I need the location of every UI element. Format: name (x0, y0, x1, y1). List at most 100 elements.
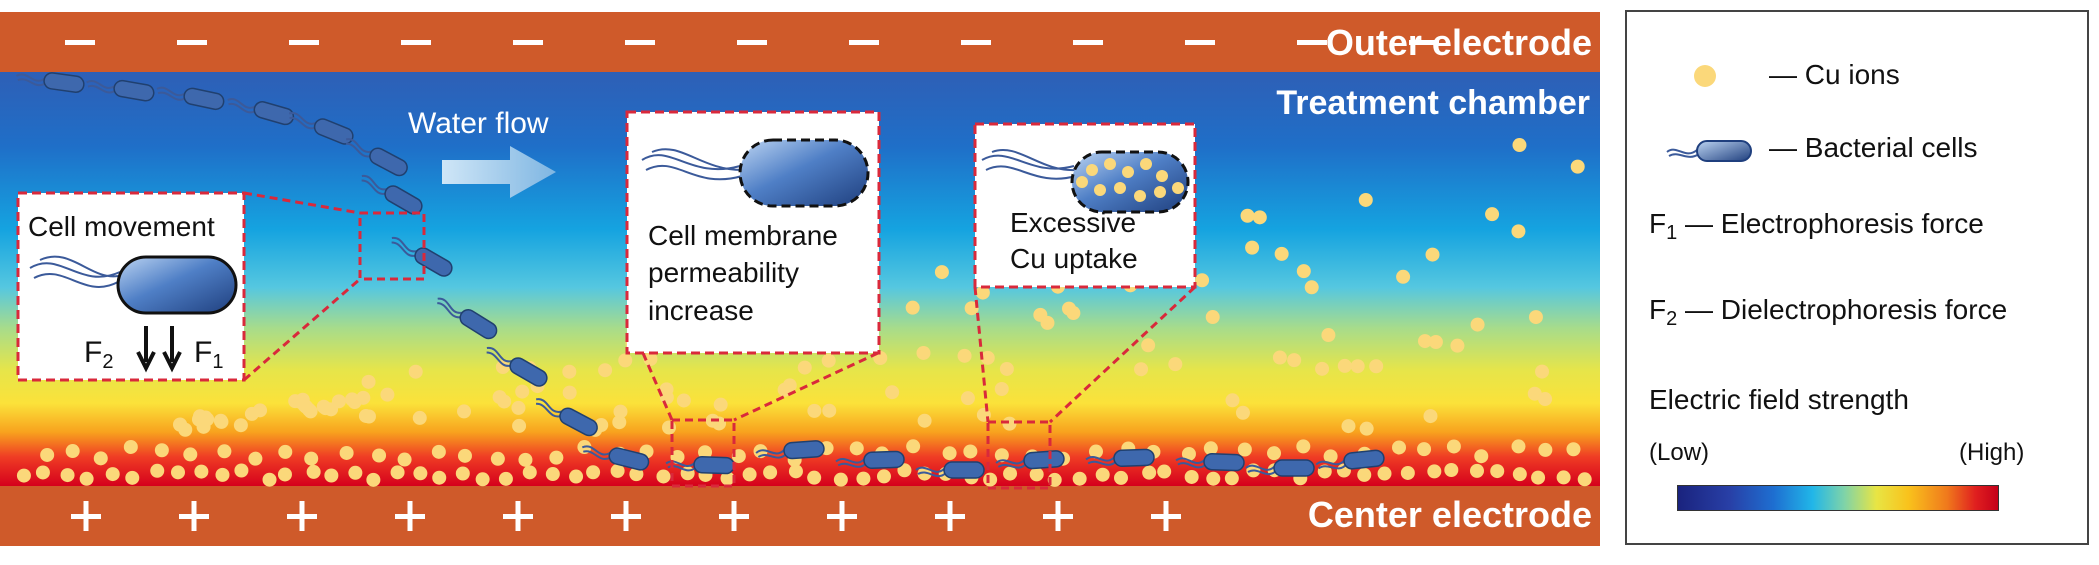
f1-subscript: 1 (212, 351, 223, 373)
cu-ion (1205, 310, 1220, 325)
svg-text:F1: F1 (194, 336, 223, 373)
cu-ion (905, 300, 920, 315)
cu-ion (549, 450, 564, 465)
cu-ion (1446, 439, 1461, 454)
cu-ion (318, 401, 333, 416)
uptake-cu-ion (1094, 184, 1106, 196)
center-electrode-signs (71, 501, 1181, 531)
force-arrow-f1 (162, 326, 182, 373)
cu-ion (214, 414, 229, 429)
cu-ion (498, 471, 513, 486)
cu-ion (1066, 306, 1081, 321)
cu-ion (983, 472, 998, 487)
cu-ion (60, 468, 75, 483)
cu-ion (217, 444, 232, 459)
cu-ion (457, 448, 472, 463)
cu-ion (125, 470, 140, 485)
cu-ion (380, 387, 395, 402)
bacterial-cell (15, 72, 85, 93)
cu-ion (1240, 208, 1255, 223)
cu-ion (994, 448, 1009, 463)
cu-ion (980, 350, 995, 365)
cu-ion (495, 359, 510, 374)
cu-ion (1577, 472, 1592, 487)
cu-ion (431, 444, 446, 459)
cu-ion (1392, 440, 1407, 455)
membrane-line1: Cell membrane (648, 220, 838, 251)
cu-ion (807, 470, 822, 485)
cu-ion (1195, 273, 1210, 288)
cu-ion (1134, 362, 1149, 377)
uptake-cu-ion (1104, 158, 1116, 170)
bacterial-cell (156, 86, 225, 111)
bacterial-cell (1085, 448, 1155, 468)
minus-sign (737, 40, 767, 45)
plus-sign (71, 501, 101, 531)
cu-ion (1358, 192, 1373, 207)
cu-ion (1556, 470, 1571, 485)
cu-ion (522, 465, 537, 480)
cu-ion (822, 403, 837, 418)
cu-ion (234, 463, 249, 478)
cu-ion (957, 348, 972, 363)
cu-ion (1400, 465, 1415, 480)
cu-ion (348, 465, 363, 480)
outer-electrode-label: Outer electrode (1326, 22, 1592, 63)
cu-ion (372, 448, 387, 463)
cu-ion (492, 390, 507, 405)
uptake-cu-ion (1134, 190, 1146, 202)
cu-ion (1538, 392, 1553, 407)
cu-ion (1350, 359, 1365, 374)
cu-ion (518, 452, 533, 467)
cu-ion (713, 397, 728, 412)
connector-membrane-right (733, 351, 879, 422)
bacterial-cell (1175, 452, 1245, 472)
legend-field-title: Electric field strength (1649, 384, 1909, 415)
cu-ion (1321, 328, 1336, 343)
cu-ion (1485, 207, 1500, 222)
minus-sign (849, 40, 879, 45)
minus-sign (65, 40, 95, 45)
cu-ion (897, 463, 912, 478)
cu-ion (1235, 405, 1250, 420)
cu-ion (999, 361, 1014, 376)
cu-ion (408, 364, 423, 379)
cu-ion (192, 409, 207, 424)
cu-ion (1531, 470, 1546, 485)
cu-ion (1141, 338, 1156, 353)
cu-ion (1512, 467, 1527, 482)
cu-ion (432, 470, 447, 485)
cu-ion (366, 472, 381, 487)
bacterial-cell (227, 98, 295, 126)
cu-ion (35, 465, 50, 480)
cu-ion (361, 374, 376, 389)
cu-ion (1511, 439, 1526, 454)
plus-sign (395, 501, 425, 531)
cu-ion (170, 465, 185, 480)
cu-ion (511, 400, 526, 415)
cu-ion (562, 364, 577, 379)
legend-f2: F2 — Dielectrophoresis force (1649, 294, 2007, 331)
cu-ion (1566, 442, 1581, 457)
cu-ion (455, 466, 470, 481)
cu-ion (1203, 441, 1218, 456)
cu-ion (339, 445, 354, 460)
cu-ion (277, 467, 292, 482)
cu-ion (490, 451, 505, 466)
cu-ion (1157, 464, 1172, 479)
cu-ion (643, 352, 658, 367)
cu-ion (154, 443, 169, 458)
cu-ion (629, 467, 644, 482)
outer-electrode-signs (65, 40, 1439, 45)
cu-ion (1377, 466, 1392, 481)
cu-ion (278, 444, 293, 459)
cu-ion (963, 444, 978, 459)
cu-ion (123, 439, 138, 454)
bacterial-cell (486, 346, 548, 387)
cu-ion (975, 285, 990, 300)
cu-ion (586, 465, 601, 480)
callout-flagella (29, 255, 121, 288)
uptake-cu-ion (1076, 176, 1088, 188)
cu-ion (613, 404, 628, 419)
water-flow-label: Water flow (408, 107, 549, 140)
